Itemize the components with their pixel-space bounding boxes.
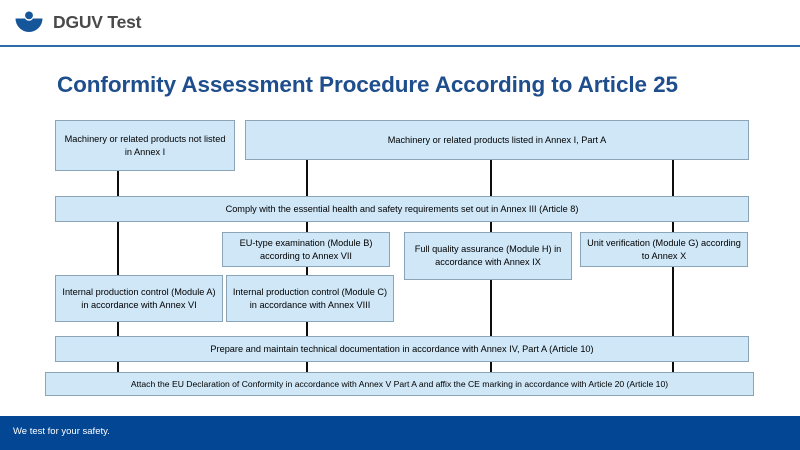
node-label: Internal production control (Module C) i… [232,286,388,310]
node-label: Internal production control (Module A) i… [62,286,216,310]
node-module-c[interactable]: Internal production control (Module C) i… [226,275,394,322]
node-technical-documentation[interactable]: Prepare and maintain technical documenta… [55,336,749,362]
node-module-b[interactable]: EU-type examination (Module B) according… [222,232,390,267]
node-module-h[interactable]: Full quality assurance (Module H) in acc… [404,232,572,280]
node-declaration-ce-marking[interactable]: Attach the EU Declaration of Conformity … [45,372,754,396]
connector-module-b-to-module-c [306,266,308,276]
connector-techdoc-to-declaration-4 [672,361,674,373]
header-divider [0,45,800,47]
connector-comply-to-module-h [490,221,492,233]
brand-name: DGUV Test [53,11,142,32]
connector-techdoc-to-declaration-3 [490,361,492,373]
connector-listed-to-module-h [490,159,492,198]
dguv-bowl-logo-icon [14,11,44,33]
node-label: Full quality assurance (Module H) in acc… [414,244,562,267]
node-module-a[interactable]: Internal production control (Module A) i… [55,275,223,322]
connector-module-a-to-techdoc [117,321,119,338]
node-label: Comply with the essential health and saf… [225,203,579,214]
page-title: Conformity Assessment Procedure Accordin… [57,72,678,97]
node-listed-annex-i-part-a[interactable]: Machinery or related products listed in … [245,120,749,160]
brand-logo: DGUV Test [14,11,142,33]
node-label: EU-type examination (Module B) according… [239,237,373,261]
node-label: Machinery or related products listed in … [387,134,607,145]
node-comply-ehsr[interactable]: Comply with the essential health and saf… [55,196,749,222]
node-label: Attach the EU Declaration of Conformity … [130,378,669,389]
node-not-listed-annex-i[interactable]: Machinery or related products not listed… [55,120,235,171]
slide-footer: We test for your safety. [0,416,800,450]
connector-techdoc-to-declaration [117,361,119,373]
connector-listed-to-module-g [672,159,674,198]
connector-comply-to-module-g [672,221,674,233]
node-label: Machinery or related products not listed… [64,133,226,157]
node-module-g[interactable]: Unit verification (Module G) according t… [580,232,748,267]
footer-tagline: We test for your safety. [13,426,110,437]
connector-module-g-to-techdoc [672,266,674,338]
node-label: Unit verification (Module G) according t… [587,237,741,261]
connector-comply-to-module-a [117,221,119,276]
connector-comply-to-module-b [306,221,308,233]
connector-not-listed-to-comply [117,170,119,198]
connector-module-c-to-techdoc [306,321,308,338]
connector-module-h-to-techdoc [490,279,492,338]
connector-listed-to-module-b [306,159,308,198]
slide-header: DGUV Test [0,0,800,47]
node-label: Prepare and maintain technical documenta… [210,343,594,354]
connector-techdoc-to-declaration-2 [306,361,308,373]
